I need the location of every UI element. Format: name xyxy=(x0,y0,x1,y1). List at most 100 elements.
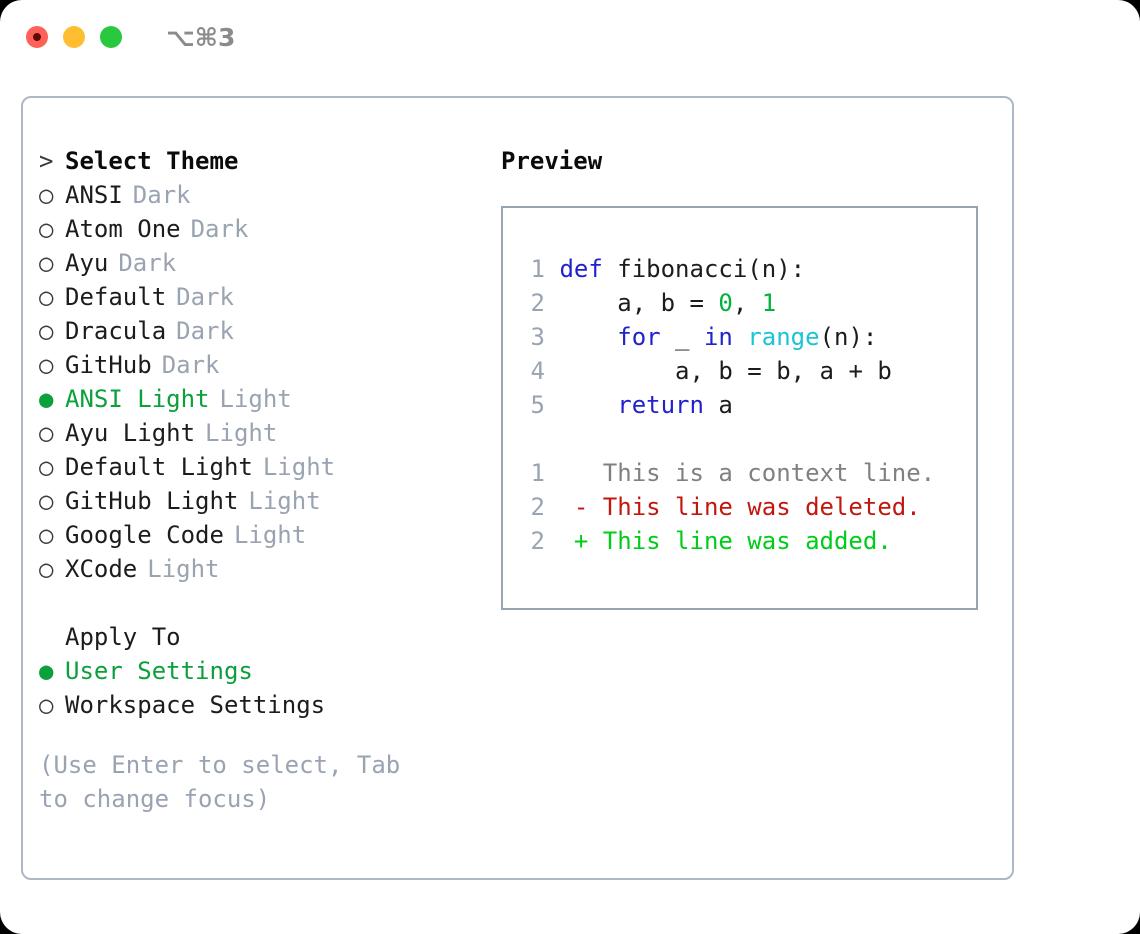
radio-unselected-icon: ○ xyxy=(39,453,54,481)
theme-category-tag: Light xyxy=(262,453,336,481)
code-token: (n): xyxy=(819,323,878,351)
keyboard-shortcut-label: ⌥⌘3 xyxy=(166,23,236,52)
code-indent xyxy=(545,289,617,317)
theme-category-tag: Dark xyxy=(176,317,234,345)
theme-category-tag: Dark xyxy=(132,181,191,209)
theme-category-tag: Dark xyxy=(190,215,249,243)
preview-box: 1 def fibonacci(n): 2 a, b = 0, 1 3 for _ … xyxy=(501,206,978,610)
theme-name: GitHub Light xyxy=(65,487,239,515)
line-number: 1 xyxy=(530,255,545,283)
diff-line: 1 This is a context line. xyxy=(521,456,976,490)
code-token: in xyxy=(703,323,748,351)
code-token: return xyxy=(617,391,719,419)
code-token: for xyxy=(617,323,676,351)
code-token: a, b = xyxy=(617,289,719,317)
code-token: 0 xyxy=(718,289,733,317)
line-number: 5 xyxy=(530,391,545,419)
theme-name: Google Code xyxy=(65,521,224,549)
theme-category-tag: Light xyxy=(205,419,278,447)
radio-selected-icon: ● xyxy=(39,385,54,413)
theme-name: Ayu xyxy=(65,249,109,277)
diff-sample: 1 This is a context line.2 - This line w… xyxy=(521,456,976,558)
code-token: a, b = b, a + b xyxy=(675,357,892,385)
radio-unselected-icon: ○ xyxy=(39,317,54,345)
theme-list-item[interactable]: ○ GitHub Light Light xyxy=(39,484,479,518)
theme-list-item[interactable]: ○ Dracula Dark xyxy=(39,314,479,348)
apply-to-option-label: User Settings xyxy=(65,657,253,685)
theme-name: Atom One xyxy=(65,215,181,243)
code-indent xyxy=(545,323,617,351)
code-token: 1 xyxy=(761,289,777,317)
theme-list-item[interactable]: ● ANSI Light Light xyxy=(39,382,479,416)
theme-category-tag: Dark xyxy=(118,249,177,277)
title-bar: ⌥⌘3 xyxy=(0,0,1140,78)
theme-name: Default Light xyxy=(65,453,253,481)
diff-text: This is a context line. xyxy=(545,459,936,487)
window-controls xyxy=(26,26,122,48)
apply-to-option[interactable]: ○Workspace Settings xyxy=(39,688,479,722)
code-indent xyxy=(545,391,617,419)
minimize-button[interactable] xyxy=(63,26,85,48)
diff-text: + This line was added. xyxy=(545,527,892,555)
code-token: range xyxy=(747,323,820,351)
theme-list-header-label: Select Theme xyxy=(65,147,239,175)
line-number: 2 xyxy=(530,493,545,521)
code-token: a xyxy=(718,391,733,419)
theme-category-tag: Light xyxy=(248,487,321,515)
theme-list-item[interactable]: ○ Default Dark xyxy=(39,280,479,314)
theme-list-item[interactable]: ○ Atom One Dark xyxy=(39,212,479,246)
list-spacer xyxy=(39,586,479,620)
code-indent xyxy=(545,357,675,385)
theme-name: GitHub xyxy=(65,351,152,379)
apply-to-option-label: Workspace Settings xyxy=(65,691,326,719)
apply-to-option[interactable]: ●User Settings xyxy=(39,654,479,688)
theme-list-header: >Select Theme xyxy=(39,144,479,178)
theme-name: ANSI xyxy=(65,181,123,209)
theme-list-item[interactable]: ○ Ayu Light Light xyxy=(39,416,479,450)
theme-name: Dracula xyxy=(65,317,167,345)
theme-name: Default xyxy=(65,283,167,311)
code-diff-separator xyxy=(521,422,976,456)
theme-category-tag: Light xyxy=(233,521,307,549)
code-line: 4 a, b = b, a + b xyxy=(521,354,976,388)
maximize-button[interactable] xyxy=(100,26,122,48)
code-token: _ xyxy=(675,323,704,351)
apply-to-list[interactable]: ●User Settings○Workspace Settings xyxy=(39,654,479,722)
theme-list-item[interactable]: ○ Default Light Light xyxy=(39,450,479,484)
radio-unselected-icon: ○ xyxy=(39,487,54,515)
preview-title: Preview xyxy=(501,147,603,175)
diff-line: 2 - This line was deleted. xyxy=(521,490,976,524)
diff-text: - This line was deleted. xyxy=(545,493,921,521)
code-indent xyxy=(545,255,559,283)
radio-unselected-icon: ○ xyxy=(39,419,54,447)
diff-line: 2 + This line was added. xyxy=(521,524,976,558)
line-number: 2 xyxy=(530,527,545,555)
code-line: 1 def fibonacci(n): xyxy=(521,252,976,286)
close-button[interactable] xyxy=(26,26,48,48)
footer-hint: (Use Enter to select, Tab to change focu… xyxy=(39,751,401,813)
code-line: 3 for _ in range(n): xyxy=(521,320,976,354)
line-number: 4 xyxy=(530,357,545,385)
code-token: fibonacci(n): xyxy=(617,255,806,283)
theme-name: Ayu Light xyxy=(65,419,196,447)
theme-category-tag: Dark xyxy=(176,283,234,311)
radio-unselected-icon: ○ xyxy=(39,521,54,549)
radio-unselected-icon: ○ xyxy=(39,283,54,311)
theme-category-tag: Dark xyxy=(161,351,220,379)
code-token: , xyxy=(732,289,762,317)
theme-category-tag: Light xyxy=(219,385,292,413)
radio-unselected-icon: ○ xyxy=(39,215,54,243)
line-number: 1 xyxy=(530,459,545,487)
theme-name: ANSI Light xyxy=(65,385,210,413)
code-token: def xyxy=(559,255,618,283)
theme-list-item[interactable]: ○ Google Code Light xyxy=(39,518,479,552)
radio-unselected-icon: ○ xyxy=(39,555,54,583)
